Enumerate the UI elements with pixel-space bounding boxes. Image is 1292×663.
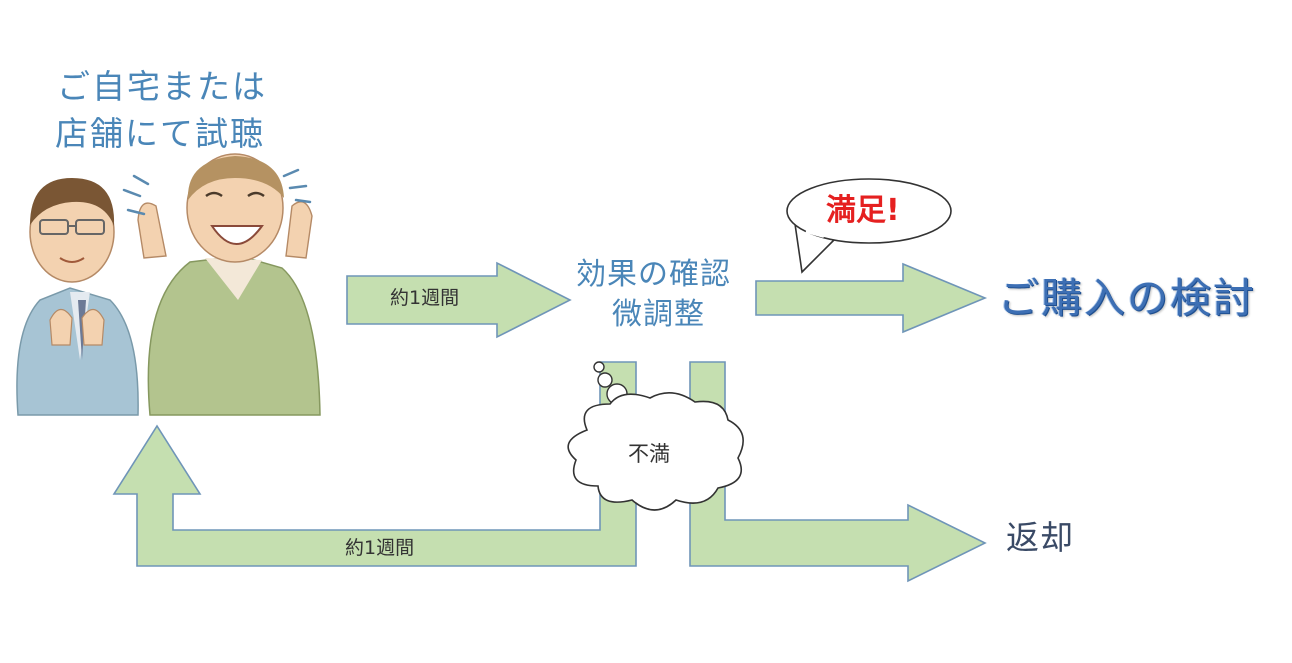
illustration-listening-men [16, 153, 321, 416]
dissatisfied-thought-cloud [567, 361, 744, 511]
man-laughing [122, 153, 321, 416]
confirmation-line-1: 効果の確認 [576, 257, 731, 292]
return-label: 返却 [1006, 518, 1074, 557]
arrow-to-confirmation [346, 261, 572, 339]
title-line-2: 店舗にて試聴 [55, 114, 265, 153]
arrow-to-purchase [755, 262, 988, 334]
arrow-back-to-trial [112, 361, 637, 567]
confirmation-line-2: 微調整 [612, 297, 705, 332]
purchase-label: ご購入の検討 [998, 274, 1256, 322]
man-with-glasses [16, 178, 139, 416]
satisfied-speech-bubble [786, 178, 952, 274]
arrow-top-label: 約1週間 [390, 287, 460, 309]
dissatisfied-label: 不満 [628, 442, 670, 466]
satisfied-label: 満足! [826, 193, 900, 228]
title-line-1: ご自宅または [57, 67, 267, 106]
arrow-bottom-label: 約1週間 [345, 537, 415, 559]
